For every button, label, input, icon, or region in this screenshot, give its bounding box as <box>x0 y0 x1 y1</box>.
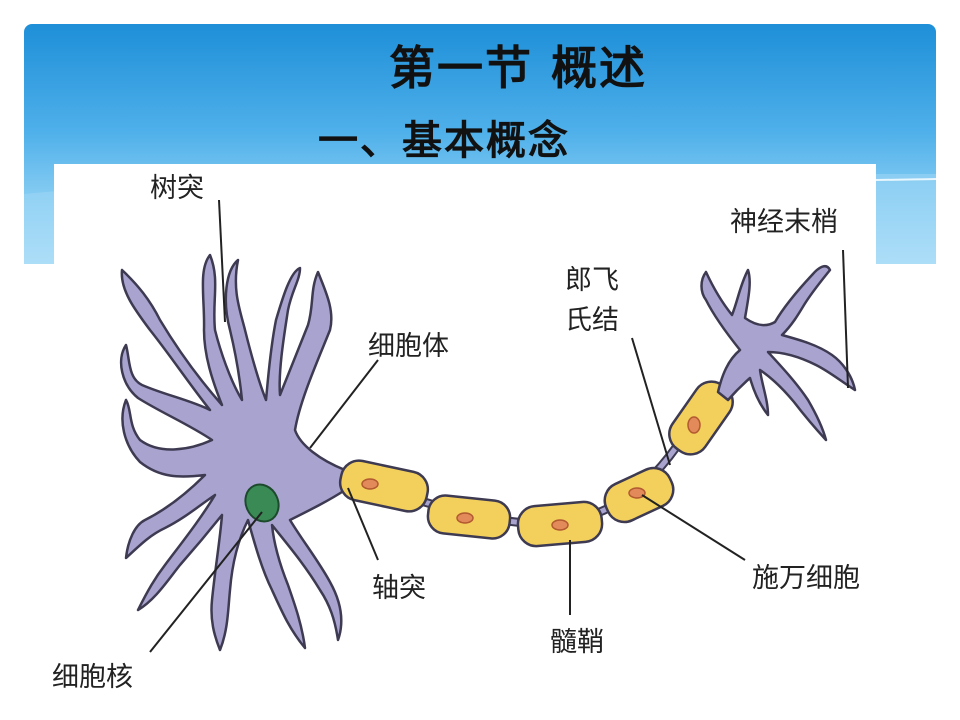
leader-lines <box>149 199 849 653</box>
myelin-segments <box>338 380 734 548</box>
schwann-nuclei <box>361 416 701 531</box>
label-cell-body: 细胞体 <box>368 331 449 362</box>
leader-cell-body <box>309 359 379 449</box>
leader-node-of-ranvier <box>631 337 671 466</box>
neuron-cell-body <box>119 253 347 652</box>
label-axon: 轴突 <box>372 573 426 604</box>
slide-subtitle: 一、基本概念 <box>318 118 570 164</box>
label-nerve-ending: 神经末梢 <box>730 207 838 238</box>
nerve-terminal-branches <box>700 264 857 442</box>
myelin-segment-1 <box>338 459 430 513</box>
label-dendrite: 树突 <box>150 173 204 204</box>
leader-schwann-cell <box>641 494 746 561</box>
label-nucleus: 细胞核 <box>52 662 133 693</box>
label-schwann-cell: 施万细胞 <box>752 563 860 594</box>
leader-nerve-ending <box>842 249 849 389</box>
leader-axon <box>347 487 379 561</box>
label-node-of-ranvier-line2: 氏结 <box>565 305 619 336</box>
leader-nucleus <box>149 511 263 653</box>
leader-dendrite <box>218 199 226 323</box>
slide-title: 第一节 概述 <box>388 41 647 95</box>
label-myelin-sheath: 髓鞘 <box>550 627 604 658</box>
nucleus-shape <box>244 483 280 523</box>
label-node-of-ranvier-line1: 郎飞 <box>565 265 619 296</box>
